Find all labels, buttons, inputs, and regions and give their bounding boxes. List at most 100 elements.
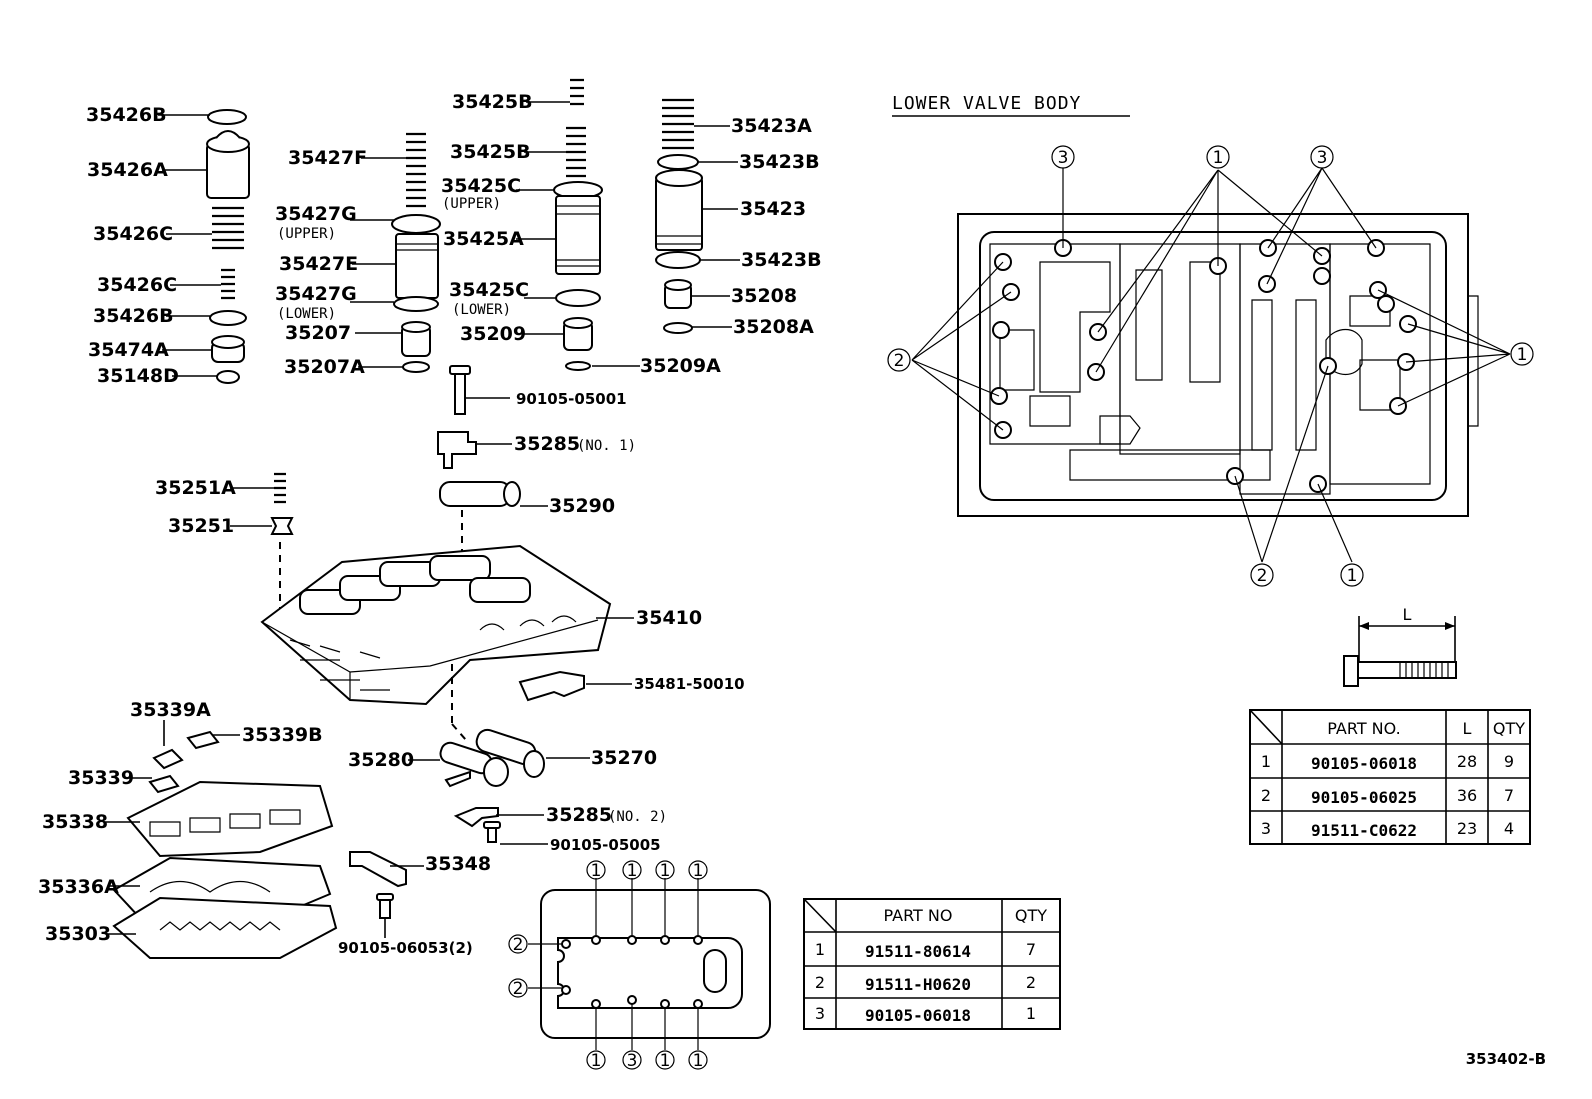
label-35423B-top: 35423B xyxy=(739,151,820,173)
column-35423 xyxy=(655,98,703,334)
label-35285-no1-note: (NO. 1) xyxy=(577,438,636,454)
mark-top-1d: 1 xyxy=(693,861,704,881)
label-35427G-lower: 35427G xyxy=(275,283,357,305)
label-35481-50010: 35481-50010 xyxy=(634,675,745,693)
bolt-length-label: L xyxy=(1403,605,1412,624)
bottom-table-part-1: 91511-80614 xyxy=(865,942,971,961)
diagram-code: 353402-B xyxy=(1466,1050,1546,1068)
right-table-qty-3: 4 xyxy=(1504,819,1514,838)
label-35339B: 35339B xyxy=(242,724,323,746)
right-table-header-length: L xyxy=(1463,719,1472,738)
label-90105-05001: 90105-05001 xyxy=(516,390,627,408)
right-table-idx-1: 1 xyxy=(1261,752,1271,771)
label-35410: 35410 xyxy=(636,607,702,629)
bottom-table-idx-3: 3 xyxy=(815,1004,825,1023)
bottom-table-idx-1: 1 xyxy=(815,940,825,959)
label-35208A: 35208A xyxy=(733,316,814,338)
bottom-circle-marks: 1 1 1 1 2 2 1 3 1 1 xyxy=(508,860,708,1071)
label-35474A: 35474A xyxy=(88,339,169,361)
lower-valve-body-drawing: 3 1 3 2 1 2 1 xyxy=(887,145,1534,587)
right-table-length-1: 28 xyxy=(1457,752,1477,771)
label-35423: 35423 xyxy=(740,198,806,220)
mark-vb-2-bottom: 2 xyxy=(1257,566,1268,586)
label-35251: 35251 xyxy=(168,515,234,537)
label-35425A: 35425A xyxy=(443,228,524,250)
label-35209A: 35209A xyxy=(640,355,721,377)
label-35423A: 35423A xyxy=(731,115,812,137)
label-35303: 35303 xyxy=(45,923,111,945)
bottom-table-part-3: 90105-06018 xyxy=(865,1006,971,1025)
bottom-table-qty-1: 7 xyxy=(1026,940,1036,959)
mark-bottom-1a: 1 xyxy=(591,1051,602,1071)
label-90105-05005: 90105-05005 xyxy=(550,836,661,854)
right-table-header-part: PART NO. xyxy=(1327,719,1400,738)
label-35425C-upper-note: (UPPER) xyxy=(442,196,501,212)
mark-top-1b: 1 xyxy=(627,861,638,881)
solenoid-assembly-upper xyxy=(270,365,521,612)
label-35423B-bottom: 35423B xyxy=(741,249,822,271)
plates-group xyxy=(112,730,407,959)
mark-vb-1-top: 1 xyxy=(1213,148,1224,168)
bottom-table-part-2: 91511-H0620 xyxy=(865,975,971,994)
label-35425C-upper: 35425C xyxy=(441,175,521,197)
right-table-idx-2: 2 xyxy=(1261,786,1271,805)
label-35338: 35338 xyxy=(42,811,108,833)
mark-vb-1-right: 1 xyxy=(1517,345,1528,365)
label-35427G-lower-note: (LOWER) xyxy=(277,306,336,322)
right-table-part-2: 90105-06025 xyxy=(1311,788,1417,807)
label-35209: 35209 xyxy=(460,323,526,345)
label-35425B-second: 35425B xyxy=(450,141,531,163)
bottom-bolt-diagram: 1 1 1 1 2 2 1 3 1 1 xyxy=(508,860,771,1071)
mark-vb-2-left: 2 xyxy=(894,351,905,371)
mark-bottom-1c: 1 xyxy=(693,1051,704,1071)
label-35426A: 35426A xyxy=(87,159,168,181)
mark-left-2b: 2 xyxy=(513,979,524,999)
right-table-part-3: 91511-C0622 xyxy=(1311,821,1417,840)
label-35427E: 35427E xyxy=(279,253,358,275)
label-35285-no1: 35285 xyxy=(514,433,580,455)
label-35425C-lower: 35425C xyxy=(449,279,529,301)
right-table-header-qty: QTY xyxy=(1493,719,1525,738)
label-35251A: 35251A xyxy=(155,477,236,499)
column-35426 xyxy=(206,109,250,384)
label-35208: 35208 xyxy=(731,285,797,307)
mark-left-2a: 2 xyxy=(513,935,524,955)
label-35339A: 35339A xyxy=(130,699,211,721)
label-35426B-bottom: 35426B xyxy=(93,305,174,327)
mark-top-1a: 1 xyxy=(591,861,602,881)
mark-bottom-1b: 1 xyxy=(660,1051,671,1071)
label-35207: 35207 xyxy=(285,322,351,344)
label-90105-06053: 90105-06053(2) xyxy=(338,939,473,957)
label-35427F: 35427F xyxy=(288,147,367,169)
label-35148D: 35148D xyxy=(97,365,179,387)
mark-vb-3-right: 3 xyxy=(1317,148,1328,168)
mark-top-1c: 1 xyxy=(660,861,671,881)
label-35348: 35348 xyxy=(425,853,491,875)
bottom-table-header-part: PART NO xyxy=(884,906,953,925)
bolt-holes xyxy=(561,935,703,1009)
bottom-table-header-qty: QTY xyxy=(1015,906,1047,925)
label-35426B-top: 35426B xyxy=(86,104,167,126)
right-table-qty-2: 7 xyxy=(1504,786,1514,805)
label-35207A: 35207A xyxy=(284,356,365,378)
bottom-bolt-table: PART NO QTY 1 91511-80614 7 2 91511-H062… xyxy=(803,898,1061,1030)
label-35425B-top: 35425B xyxy=(452,91,533,113)
mark-vb-1-bottom: 1 xyxy=(1347,566,1358,586)
label-35426C-upper: 35426C xyxy=(93,223,173,245)
bolt-length-illustration: L xyxy=(1343,605,1457,687)
label-35336A: 35336A xyxy=(38,876,119,898)
right-table-qty-1: 9 xyxy=(1504,752,1514,771)
valve-body-circle-marks: 3 1 3 2 1 2 1 xyxy=(887,145,1534,587)
right-table-part-1: 90105-06018 xyxy=(1311,754,1417,773)
bottom-table-qty-2: 2 xyxy=(1026,973,1036,992)
label-35425C-lower-note: (LOWER) xyxy=(452,302,511,318)
label-35280: 35280 xyxy=(348,749,414,771)
valve-body-leaders xyxy=(911,167,1511,563)
mark-vb-3-left: 3 xyxy=(1058,148,1069,168)
label-35285-no2: 35285 xyxy=(546,804,612,826)
label-35427G-upper: 35427G xyxy=(275,203,357,225)
bottom-table-qty-3: 1 xyxy=(1026,1004,1036,1023)
label-35290: 35290 xyxy=(549,495,615,517)
right-table-idx-3: 3 xyxy=(1261,819,1271,838)
